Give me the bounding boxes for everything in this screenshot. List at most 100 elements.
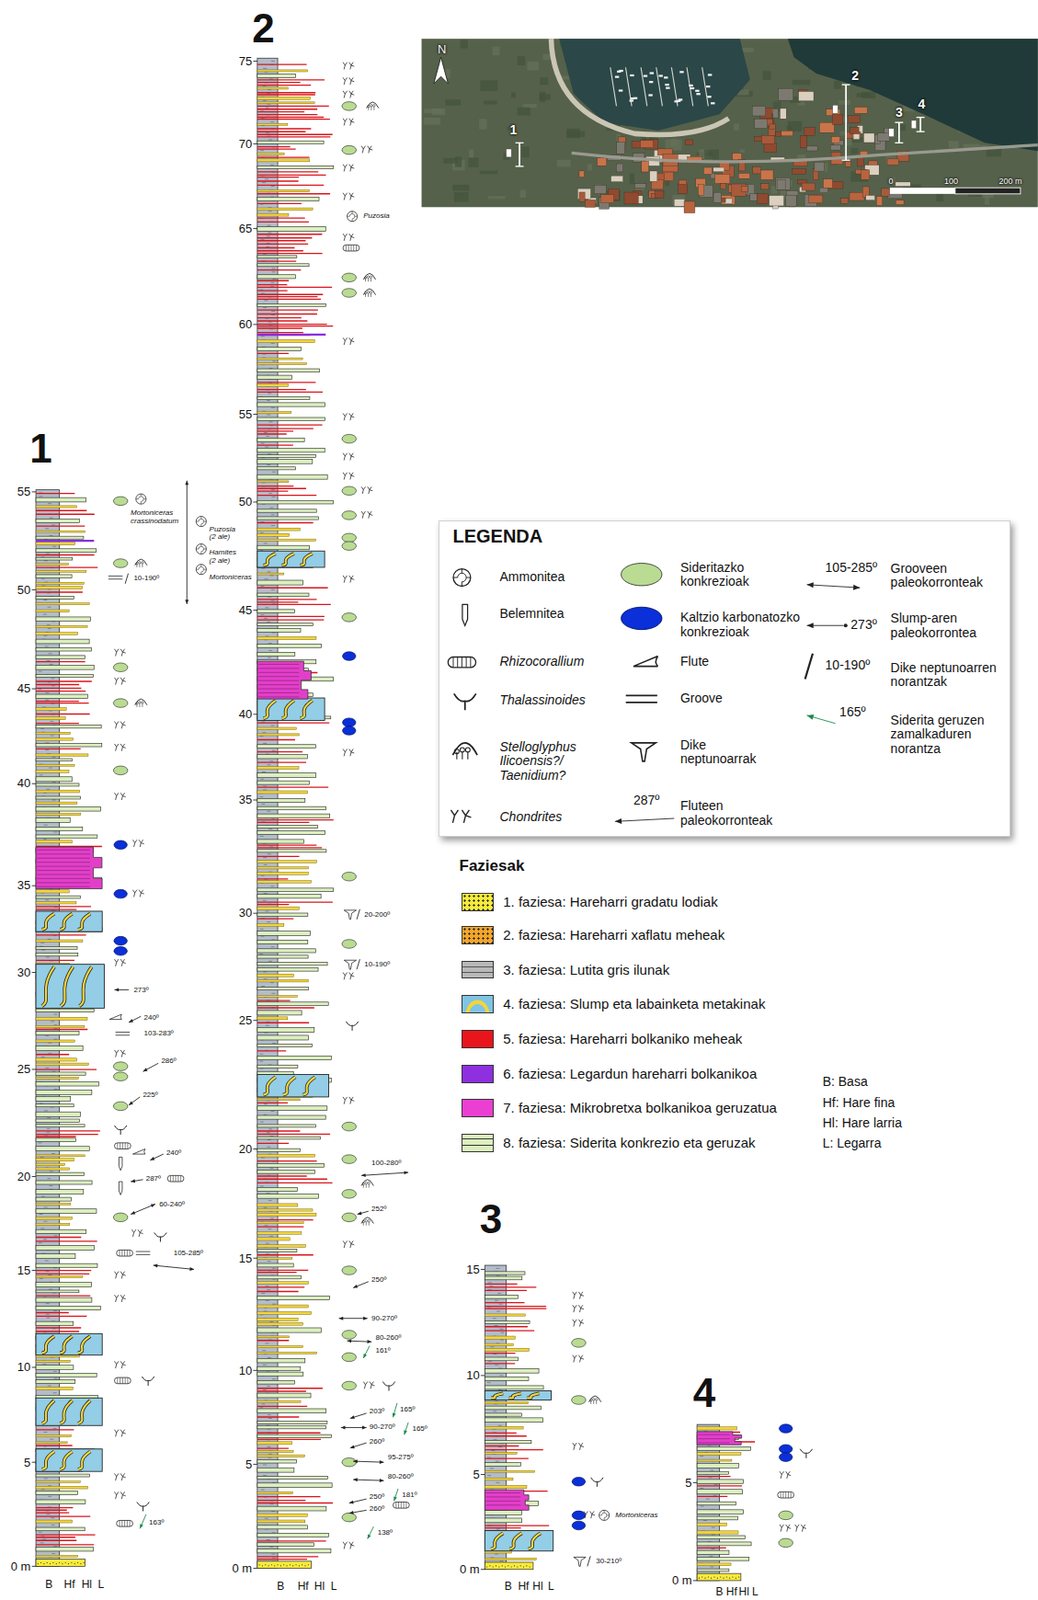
drawing-part <box>257 593 309 596</box>
drawing-part <box>506 148 513 158</box>
drawing-part <box>257 490 289 491</box>
drawing-part <box>696 1489 743 1495</box>
drawing-part <box>49 663 54 665</box>
drawing-part <box>257 1438 321 1440</box>
drawing-part <box>266 399 271 401</box>
drawing-part <box>696 1479 743 1483</box>
drawing-part <box>257 474 328 480</box>
drawing-part <box>443 158 457 164</box>
drawing-part <box>257 753 308 759</box>
drawing-part <box>257 906 300 910</box>
drawing-part <box>484 1484 527 1488</box>
drawing-part <box>257 284 287 286</box>
drawing-part <box>262 1564 263 1566</box>
drawing-part <box>35 1365 74 1370</box>
drawing-part <box>272 1303 276 1305</box>
drawing-part <box>695 92 700 95</box>
drawing-part <box>78 1335 91 1353</box>
drawing-part <box>257 601 299 603</box>
drawing-part <box>257 298 321 300</box>
drawing-part <box>35 713 91 715</box>
tick <box>693 1579 697 1581</box>
drawing-part <box>635 183 647 189</box>
drawing-part <box>257 136 331 137</box>
drawing-part <box>35 1306 101 1311</box>
drawing-part <box>484 1524 549 1526</box>
drawing-part <box>43 1238 47 1240</box>
drawing-part <box>49 1562 51 1564</box>
drawing-part <box>257 313 318 315</box>
drawing-part <box>833 80 842 90</box>
drawing-part <box>271 310 275 312</box>
drawing-part <box>261 1156 265 1158</box>
drawing-part <box>141 563 143 568</box>
drawing-part <box>263 432 268 434</box>
drawing-part <box>484 1362 515 1364</box>
drawing-part <box>42 707 46 708</box>
drawing-part <box>257 1495 321 1497</box>
drawing-part <box>35 707 67 711</box>
drawing-part <box>268 210 273 212</box>
drawing-part <box>47 1384 52 1386</box>
drawing-part <box>763 70 772 80</box>
drawing-part <box>42 966 55 1006</box>
drawing-part <box>484 1368 539 1373</box>
drawing-part <box>257 294 323 296</box>
drawing-part <box>257 308 319 310</box>
drawing-part <box>266 464 271 466</box>
drawing-part <box>539 91 546 103</box>
tick <box>252 501 257 502</box>
drawing-part <box>587 163 593 171</box>
drawing-part <box>814 161 825 172</box>
drawing-part <box>35 783 80 787</box>
drawing-part <box>520 1564 522 1566</box>
drawing-part <box>35 638 90 644</box>
drawing-part <box>42 913 55 930</box>
drawing-part <box>731 1575 733 1577</box>
drawing-part <box>504 1565 506 1567</box>
drawing-part <box>51 524 56 525</box>
drawing-part <box>35 1289 80 1293</box>
drawing-part <box>270 164 274 166</box>
drawing-part <box>42 1451 55 1470</box>
drawing-part <box>257 1513 308 1517</box>
drawing-part <box>35 1441 68 1444</box>
drawing-part <box>35 1072 86 1075</box>
drawing-part <box>257 296 319 297</box>
drawing-part <box>41 949 46 951</box>
drawing-part <box>257 146 291 148</box>
drawing-part <box>499 1328 503 1330</box>
drawing-part <box>35 1133 99 1135</box>
drawing-part <box>854 106 867 114</box>
drawing-part <box>35 1129 101 1131</box>
drawing-part <box>292 1564 294 1566</box>
drawing-part <box>35 664 94 670</box>
drawing-part <box>268 1417 273 1419</box>
drawing-part <box>479 79 498 92</box>
drawing-part <box>257 69 308 72</box>
slump-bed <box>35 1397 103 1426</box>
drawing-part <box>650 171 658 182</box>
drawing-part <box>262 1364 267 1366</box>
drawing-part <box>35 1209 97 1214</box>
drawing-part <box>792 79 810 85</box>
drawing-part <box>648 93 652 96</box>
drawing-part <box>257 1317 298 1321</box>
drawing-part <box>45 553 50 555</box>
drawing-part <box>35 946 78 950</box>
drawing-part <box>526 1392 539 1398</box>
drawing-part <box>781 130 794 137</box>
drawing-part <box>267 392 272 394</box>
drawing-part <box>262 1474 267 1476</box>
drawing-part <box>257 722 330 724</box>
drawing-part <box>806 146 818 151</box>
drawing-part <box>59 1451 72 1470</box>
drawing-part <box>593 184 606 194</box>
drawing-part <box>616 141 626 154</box>
drawing-part <box>257 216 306 218</box>
drawing-part <box>509 1392 522 1398</box>
drawing-part <box>257 1539 327 1541</box>
drawing-part <box>688 84 693 87</box>
drawing-part <box>257 196 320 201</box>
drawing-part <box>696 1459 732 1461</box>
